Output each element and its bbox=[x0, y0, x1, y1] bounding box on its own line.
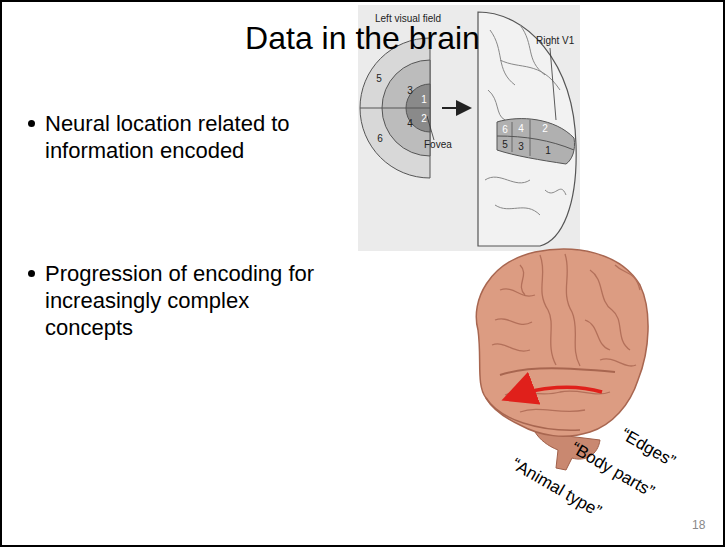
region-number: 5 bbox=[502, 139, 508, 150]
slide-title: Data in the brain bbox=[0, 20, 725, 57]
region-number: 6 bbox=[377, 133, 383, 144]
region-number: 2 bbox=[421, 113, 427, 124]
region-number: 5 bbox=[376, 73, 382, 84]
region-number: 1 bbox=[545, 145, 551, 156]
region-number: 4 bbox=[407, 118, 413, 129]
bullet-text: Progression of encoding for increasingly… bbox=[45, 260, 315, 341]
page-number: 18 bbox=[692, 519, 705, 532]
figure-label: Fovea bbox=[424, 139, 452, 150]
brain-area-label: “Edges” bbox=[618, 425, 679, 471]
region-number: 6 bbox=[502, 124, 508, 135]
figure-label: Left visual field bbox=[375, 13, 441, 24]
region-number: 3 bbox=[407, 85, 413, 96]
figure-label: Right V1 bbox=[536, 35, 574, 46]
bullet-text: Neural location related to information e… bbox=[45, 110, 335, 164]
region-number: 2 bbox=[542, 123, 548, 134]
region-number: 3 bbox=[518, 141, 524, 152]
bullet-dot bbox=[28, 270, 35, 277]
bullet-dot bbox=[28, 120, 35, 127]
region-number: 1 bbox=[421, 94, 427, 105]
region-number: 4 bbox=[518, 123, 524, 134]
